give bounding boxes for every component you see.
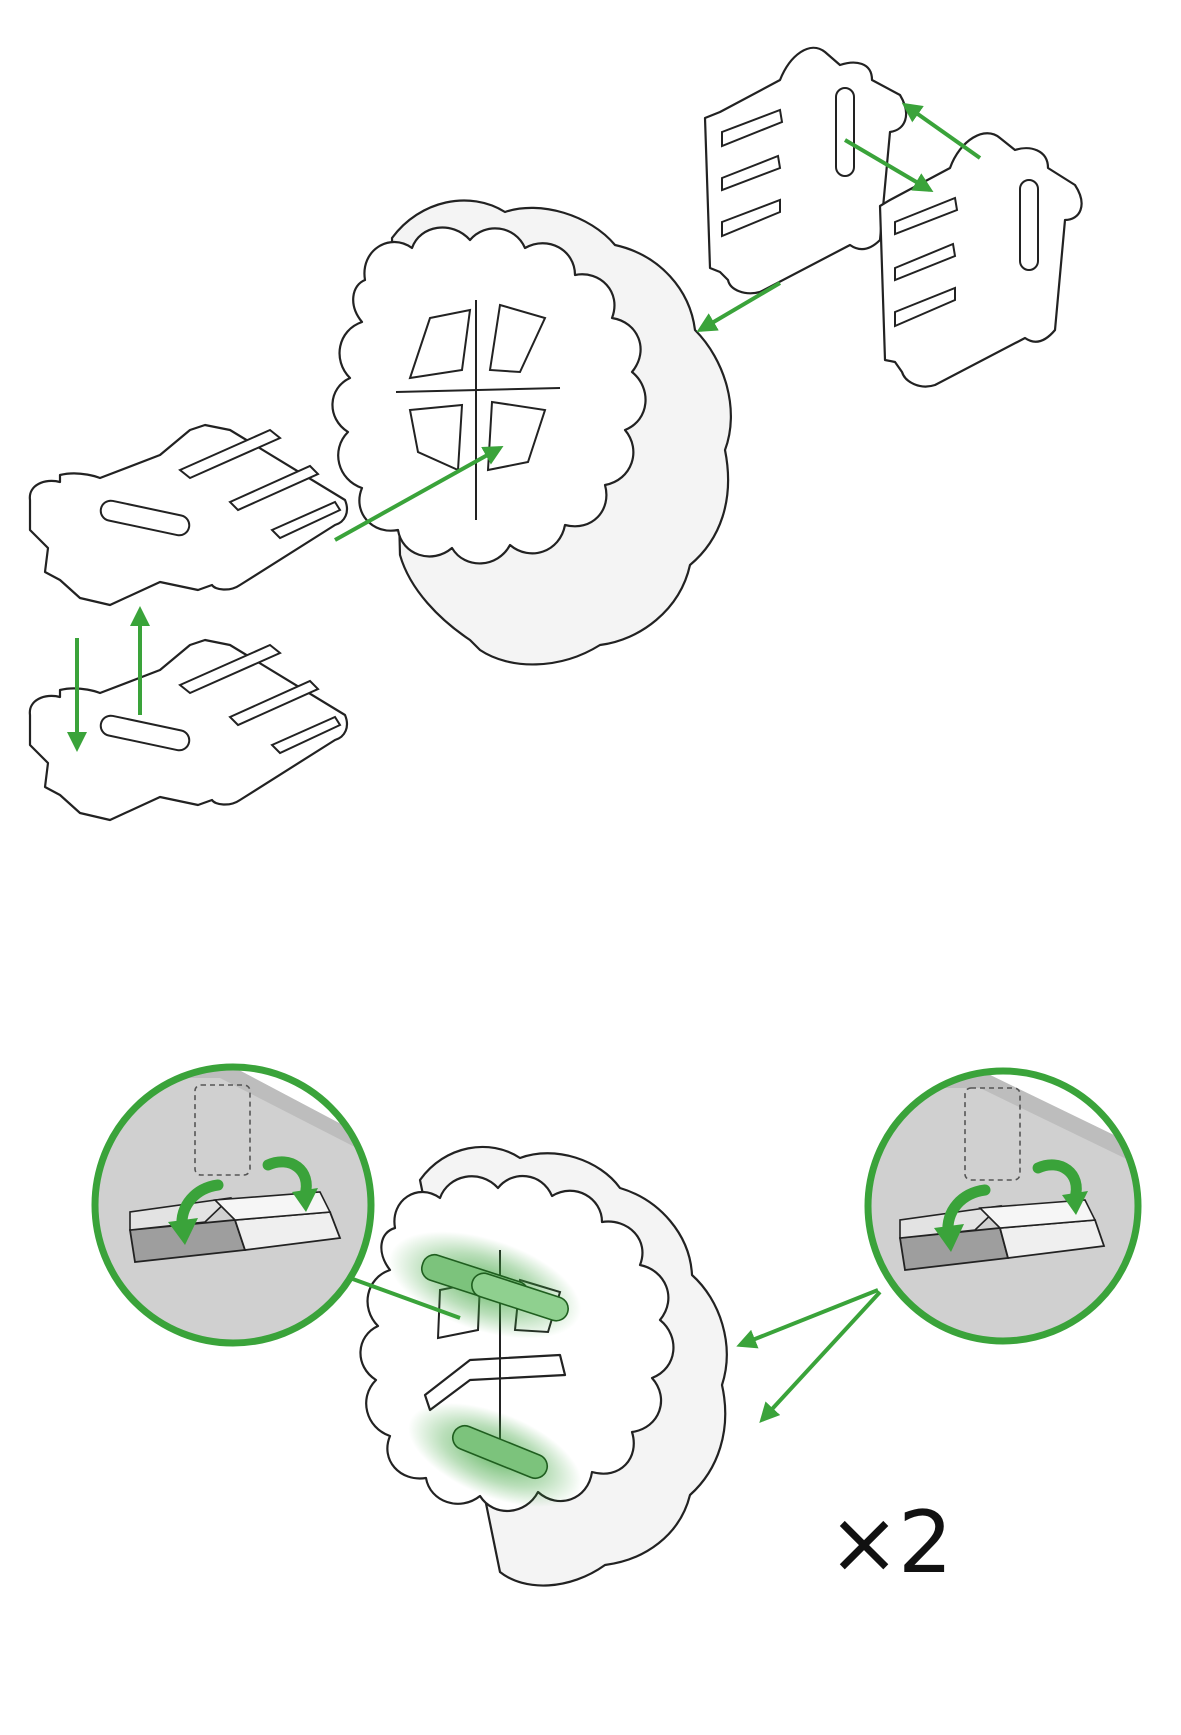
gear-piece-top: [332, 200, 730, 664]
slotted-plate-top-right-1: [705, 48, 906, 293]
slotted-plate-left-upper: [30, 425, 347, 605]
step-2-assembled-view: [80, 1060, 1145, 1586]
step-1-exploded-view: [30, 48, 1082, 820]
detail-magnifier-left: [80, 1060, 390, 1360]
gear-piece-assembled: [360, 1147, 726, 1586]
slotted-plate-top-right-2: [880, 133, 1082, 386]
quantity-multiplier: ×2: [828, 1500, 951, 1586]
detail-magnifier-right: [860, 1070, 1145, 1360]
arrow-icon: [905, 105, 980, 158]
